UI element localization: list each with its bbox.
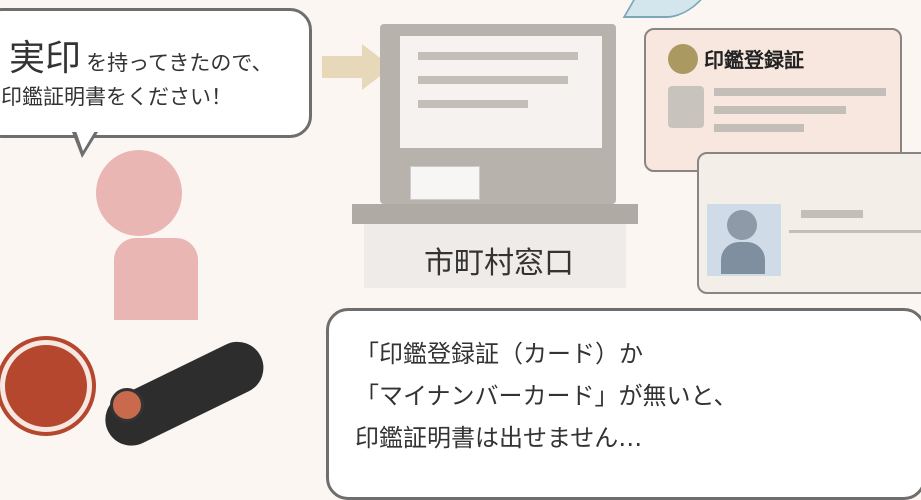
customer-speech-bubble: 実印 を持ってきたので、 印鑑証明書をください！ xyxy=(0,8,312,138)
counter-desk xyxy=(352,204,638,224)
person-body xyxy=(114,238,198,320)
card-line xyxy=(789,230,921,233)
person-head xyxy=(96,150,182,236)
decorative-wave xyxy=(622,0,708,18)
counter-label: 市町村窓口 xyxy=(424,246,574,281)
clerk-line: 印鑑証明書は出せません… xyxy=(355,424,643,452)
bubble-tail-inner xyxy=(76,131,95,151)
jitsuin-emphasis: 実印 xyxy=(9,38,82,79)
card-emblem-icon xyxy=(668,44,698,74)
seal-registration-card: 印鑑登録証 xyxy=(644,28,902,172)
arrow-shaft xyxy=(322,56,364,78)
speech-line1: を持ってきたので、 xyxy=(86,51,273,75)
document-paper xyxy=(410,166,480,200)
seal-impression-icon xyxy=(0,340,92,432)
speech-line2: 印鑑証明書をください！ xyxy=(1,85,232,109)
monitor-screen xyxy=(400,36,602,148)
card-line xyxy=(801,210,863,218)
card-photo-icon xyxy=(668,86,704,128)
clerk-speech-bubble: 「印鑑登録証（カード）か 「マイナンバーカード」が無いと、 印鑑証明書は出せませ… xyxy=(326,308,921,500)
silhouette-body xyxy=(721,242,765,274)
stamp-face-icon xyxy=(110,388,144,422)
screen-line xyxy=(418,52,578,60)
screen-line xyxy=(418,100,528,108)
my-number-card xyxy=(697,152,921,294)
card-line xyxy=(714,88,886,96)
clerk-line: 「印鑑登録証（カード）か xyxy=(355,340,643,368)
screen-line xyxy=(418,76,568,84)
card-line xyxy=(714,106,846,114)
clerk-line: 「マイナンバーカード」が無いと、 xyxy=(355,382,738,410)
counter-base: 市町村窓口 xyxy=(364,224,626,288)
card-title: 印鑑登録証 xyxy=(704,48,804,72)
card-line xyxy=(714,124,804,132)
person-silhouette-icon xyxy=(727,210,757,240)
